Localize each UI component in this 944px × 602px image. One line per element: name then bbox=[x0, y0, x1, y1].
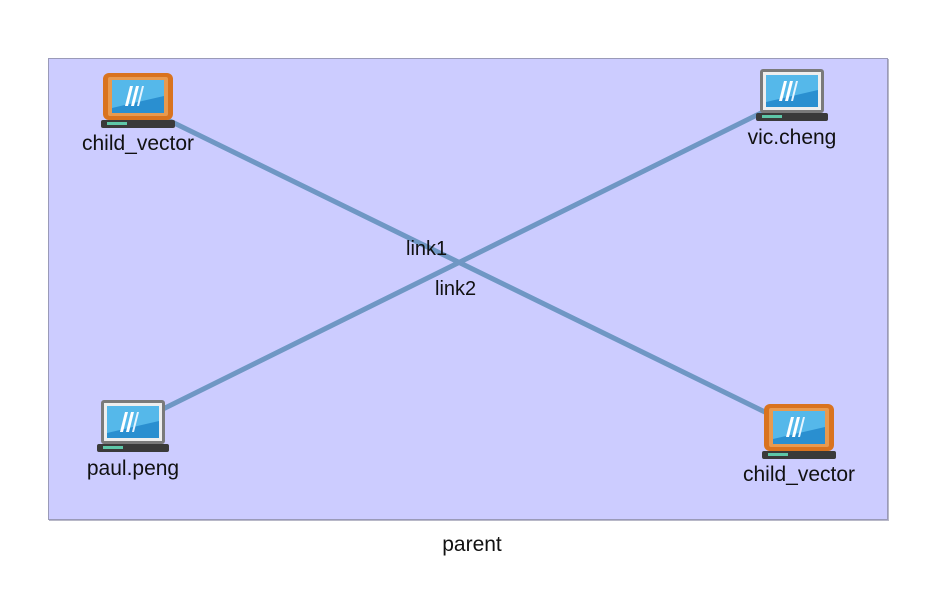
group-label[interactable]: parent bbox=[442, 533, 502, 556]
laptop-icon bbox=[762, 404, 836, 459]
node-label: vic.cheng bbox=[747, 126, 837, 149]
node-vic-cheng[interactable]: vic.cheng bbox=[712, 68, 872, 150]
link2-line[interactable] bbox=[160, 108, 768, 412]
node-label: paul.peng bbox=[86, 457, 180, 480]
group-parent-box[interactable] bbox=[48, 58, 888, 520]
node-child-vector-top-left[interactable]: child_vector bbox=[58, 72, 218, 156]
link1-line[interactable] bbox=[167, 118, 772, 417]
node-paul-peng[interactable]: paul.peng bbox=[53, 399, 213, 481]
laptop-icon bbox=[756, 69, 828, 121]
laptop-icon bbox=[101, 73, 175, 128]
laptop-icon bbox=[97, 400, 169, 452]
link2-label[interactable]: link2 bbox=[435, 278, 477, 300]
node-label: child_vector bbox=[742, 463, 856, 486]
node-label: child_vector bbox=[81, 132, 195, 155]
node-child-vector-bottom-right[interactable]: child_vector bbox=[719, 403, 879, 487]
link1-label[interactable]: link1 bbox=[406, 238, 448, 260]
